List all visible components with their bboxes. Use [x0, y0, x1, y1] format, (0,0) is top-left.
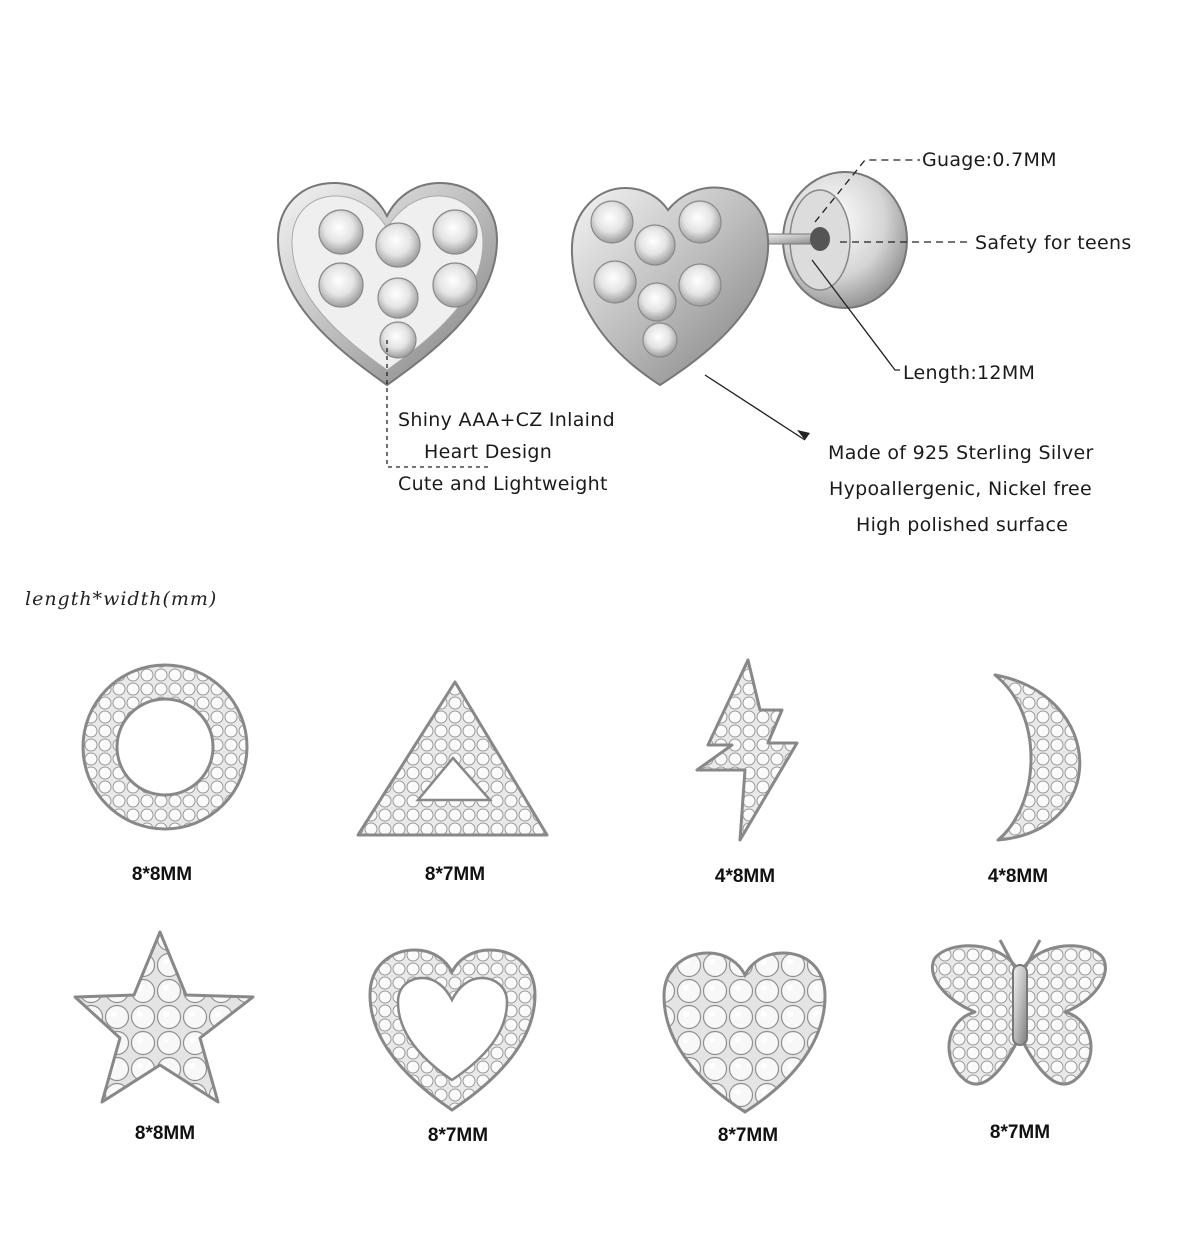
side-heart-earring — [570, 171, 908, 387]
size-label-open-heart: 8*7MM — [427, 1125, 489, 1146]
gauge-callout-line — [814, 159, 920, 223]
design-callout-line — [386, 340, 490, 468]
star-earring — [73, 930, 255, 1104]
gauge-label: Guage:0.7MM — [922, 149, 1057, 171]
lightning-earring — [695, 658, 799, 842]
circle-earring — [81, 663, 249, 831]
design-line-2: Heart Design — [424, 441, 553, 463]
moon-earring — [993, 673, 1082, 842]
size-label-circle: 8*8MM — [131, 864, 193, 885]
front-heart-earring — [276, 181, 499, 387]
size-label-star: 8*8MM — [134, 1123, 196, 1144]
pave-heart-earring — [662, 951, 827, 1114]
size-label-butterfly: 8*7MM — [989, 1122, 1051, 1143]
size-label-pave-heart: 8*7MM — [717, 1125, 779, 1146]
safety-label: Safety for teens — [975, 232, 1132, 254]
dimension-note: length*width(mm) — [25, 588, 218, 610]
design-line-3: Cute and Lightweight — [398, 473, 608, 495]
length-label: Length:12MM — [903, 362, 1036, 384]
length-callout-line — [811, 259, 900, 371]
size-label-triangle: 8*7MM — [424, 864, 486, 885]
shapes-grid — [73, 658, 1107, 1114]
material-line-1: Made of 925 Sterling Silver — [828, 442, 1094, 464]
design-line-1: Shiny AAA+CZ Inlaind — [398, 409, 615, 431]
triangle-earring — [356, 680, 549, 837]
butterfly-earring — [930, 939, 1107, 1086]
size-label-moon: 4*8MM — [987, 866, 1049, 887]
material-callout-line — [704, 374, 806, 441]
hero-illustration — [276, 159, 970, 468]
open-heart-earring — [368, 948, 537, 1112]
material-line-2: Hypoallergenic, Nickel free — [829, 478, 1093, 500]
material-line-3: High polished surface — [856, 514, 1069, 536]
size-label-lightning: 4*8MM — [714, 866, 776, 887]
